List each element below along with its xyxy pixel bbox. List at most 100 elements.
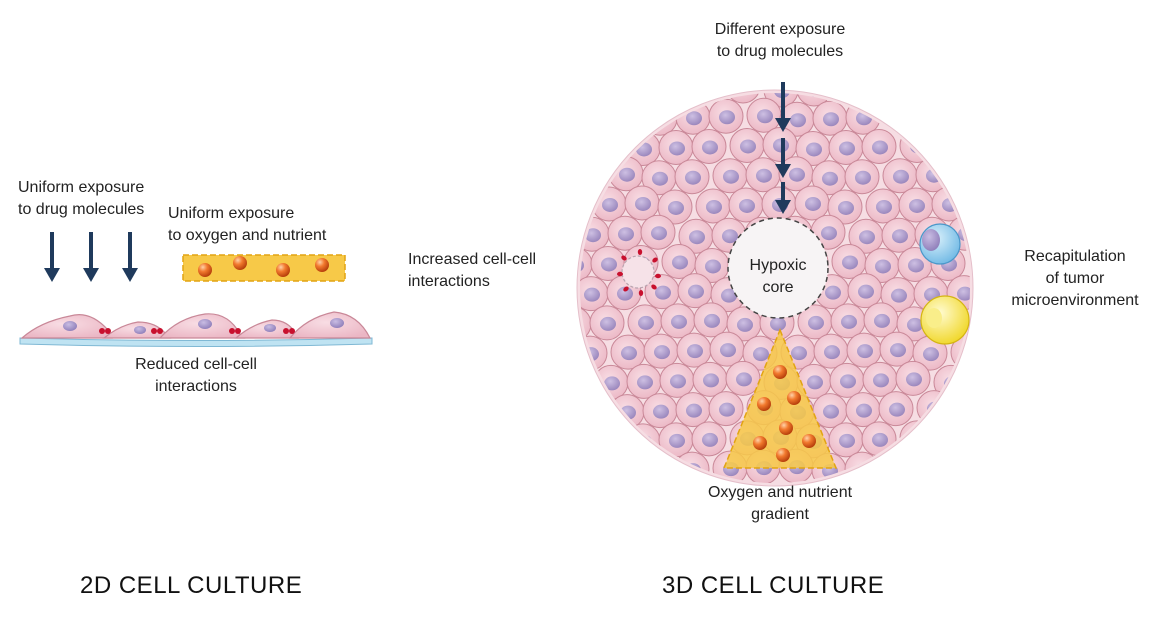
nucleus — [619, 167, 635, 182]
oxygen-particle — [233, 256, 247, 270]
nucleus — [689, 230, 705, 245]
nucleus — [654, 345, 670, 360]
immune-cell-yellow — [920, 295, 970, 345]
nucleus — [824, 345, 840, 360]
drug-arrow — [122, 232, 138, 282]
spheroid-cells — [580, 93, 970, 483]
nucleus — [703, 373, 719, 388]
nucleus — [757, 109, 773, 124]
nucleus — [651, 226, 667, 241]
oxygen-particle — [787, 391, 801, 405]
nucleus — [655, 285, 671, 300]
gradient-triangle — [722, 328, 838, 469]
nucleus — [702, 432, 718, 447]
nucleus — [823, 112, 839, 127]
nucleus — [671, 314, 687, 329]
hypoxic-core — [727, 217, 829, 319]
interaction-label-3d: Increased cell-cell interactions — [408, 251, 537, 290]
nucleus — [838, 200, 854, 215]
nucleus — [823, 404, 839, 419]
nucleus — [858, 284, 874, 299]
nucleus — [872, 432, 888, 447]
oxygen-band-2d — [182, 254, 346, 282]
nucleus — [601, 257, 617, 272]
nucleus — [600, 316, 616, 331]
nucleus — [740, 139, 756, 154]
nucleus — [808, 315, 824, 330]
junction-3d — [617, 249, 661, 296]
nucleus — [739, 198, 755, 213]
nucleus — [736, 372, 752, 387]
nucleus — [923, 347, 939, 362]
nucleus — [857, 344, 873, 359]
nucleus — [805, 196, 821, 211]
panel-title-3d: 3D CELL CULTURE — [662, 572, 885, 599]
nucleus — [737, 317, 753, 332]
interaction-label-2d: Reduced cell-cell interactions — [135, 356, 257, 395]
nucleus — [889, 402, 905, 417]
nucleus — [721, 288, 737, 303]
nucleus — [685, 170, 701, 185]
nucleus — [702, 140, 718, 155]
nucleus — [872, 140, 888, 155]
nucleus — [893, 169, 909, 184]
nucleus — [774, 93, 790, 98]
nucleus — [839, 141, 855, 156]
spheroid-cell — [796, 93, 832, 107]
nucleus — [873, 373, 889, 388]
nucleus — [198, 319, 212, 329]
nucleus — [791, 346, 807, 361]
nucleus — [669, 141, 685, 156]
nucleus — [839, 433, 855, 448]
nucleus — [705, 259, 721, 274]
nucleus — [892, 229, 908, 244]
hypoxic-core-label: Hypoxic core — [749, 257, 807, 296]
nucleus — [957, 286, 970, 301]
nucleus — [330, 318, 344, 328]
nucleus — [842, 255, 858, 270]
nucleus — [875, 259, 891, 274]
nucleus — [668, 200, 684, 215]
oxygen-particle — [315, 258, 329, 272]
nucleus — [638, 315, 654, 330]
nucleus — [669, 433, 685, 448]
nucleus — [855, 170, 871, 185]
drug-arrow — [44, 232, 60, 282]
flat-cell — [288, 311, 371, 339]
substrate — [19, 337, 373, 347]
oxygen-particle — [776, 448, 790, 462]
nucleus — [789, 167, 805, 182]
nucleus — [604, 376, 620, 391]
oxygen-particle — [779, 421, 793, 435]
interaction-cluster-3d — [617, 249, 661, 296]
spheroid — [576, 89, 974, 487]
oxygen-particle — [753, 436, 767, 450]
drug-arrow — [775, 138, 791, 178]
nucleus — [621, 346, 637, 361]
immune-cell-blue — [919, 223, 961, 265]
nucleus — [602, 197, 618, 212]
nucleus — [840, 374, 856, 389]
nucleus — [720, 343, 736, 358]
nucleus — [637, 375, 653, 390]
nucleus — [585, 228, 601, 243]
nucleus — [670, 374, 686, 389]
oxygen-particle — [757, 397, 771, 411]
nucleus — [687, 344, 703, 359]
drug-arrow — [83, 232, 99, 282]
nucleus — [134, 326, 146, 334]
oxygen-label-2d: Uniform exposure to oxygen and nutrient — [168, 205, 327, 244]
panel-title-2d: 2D CELL CULTURE — [80, 572, 303, 599]
nucleus — [790, 113, 806, 128]
nucleus — [753, 347, 769, 362]
spheroid-cell — [899, 127, 935, 163]
nucleus — [807, 375, 823, 390]
drug-label-2d: Uniform exposure to drug molecules — [18, 179, 145, 218]
nucleus — [653, 404, 669, 419]
nucleus — [63, 321, 77, 331]
nucleus — [723, 169, 739, 184]
drug-arrow — [775, 182, 791, 214]
gradient-label: Oxygen and nutrient gradient — [707, 484, 853, 523]
nucleus — [770, 316, 786, 331]
nucleus — [722, 229, 738, 244]
